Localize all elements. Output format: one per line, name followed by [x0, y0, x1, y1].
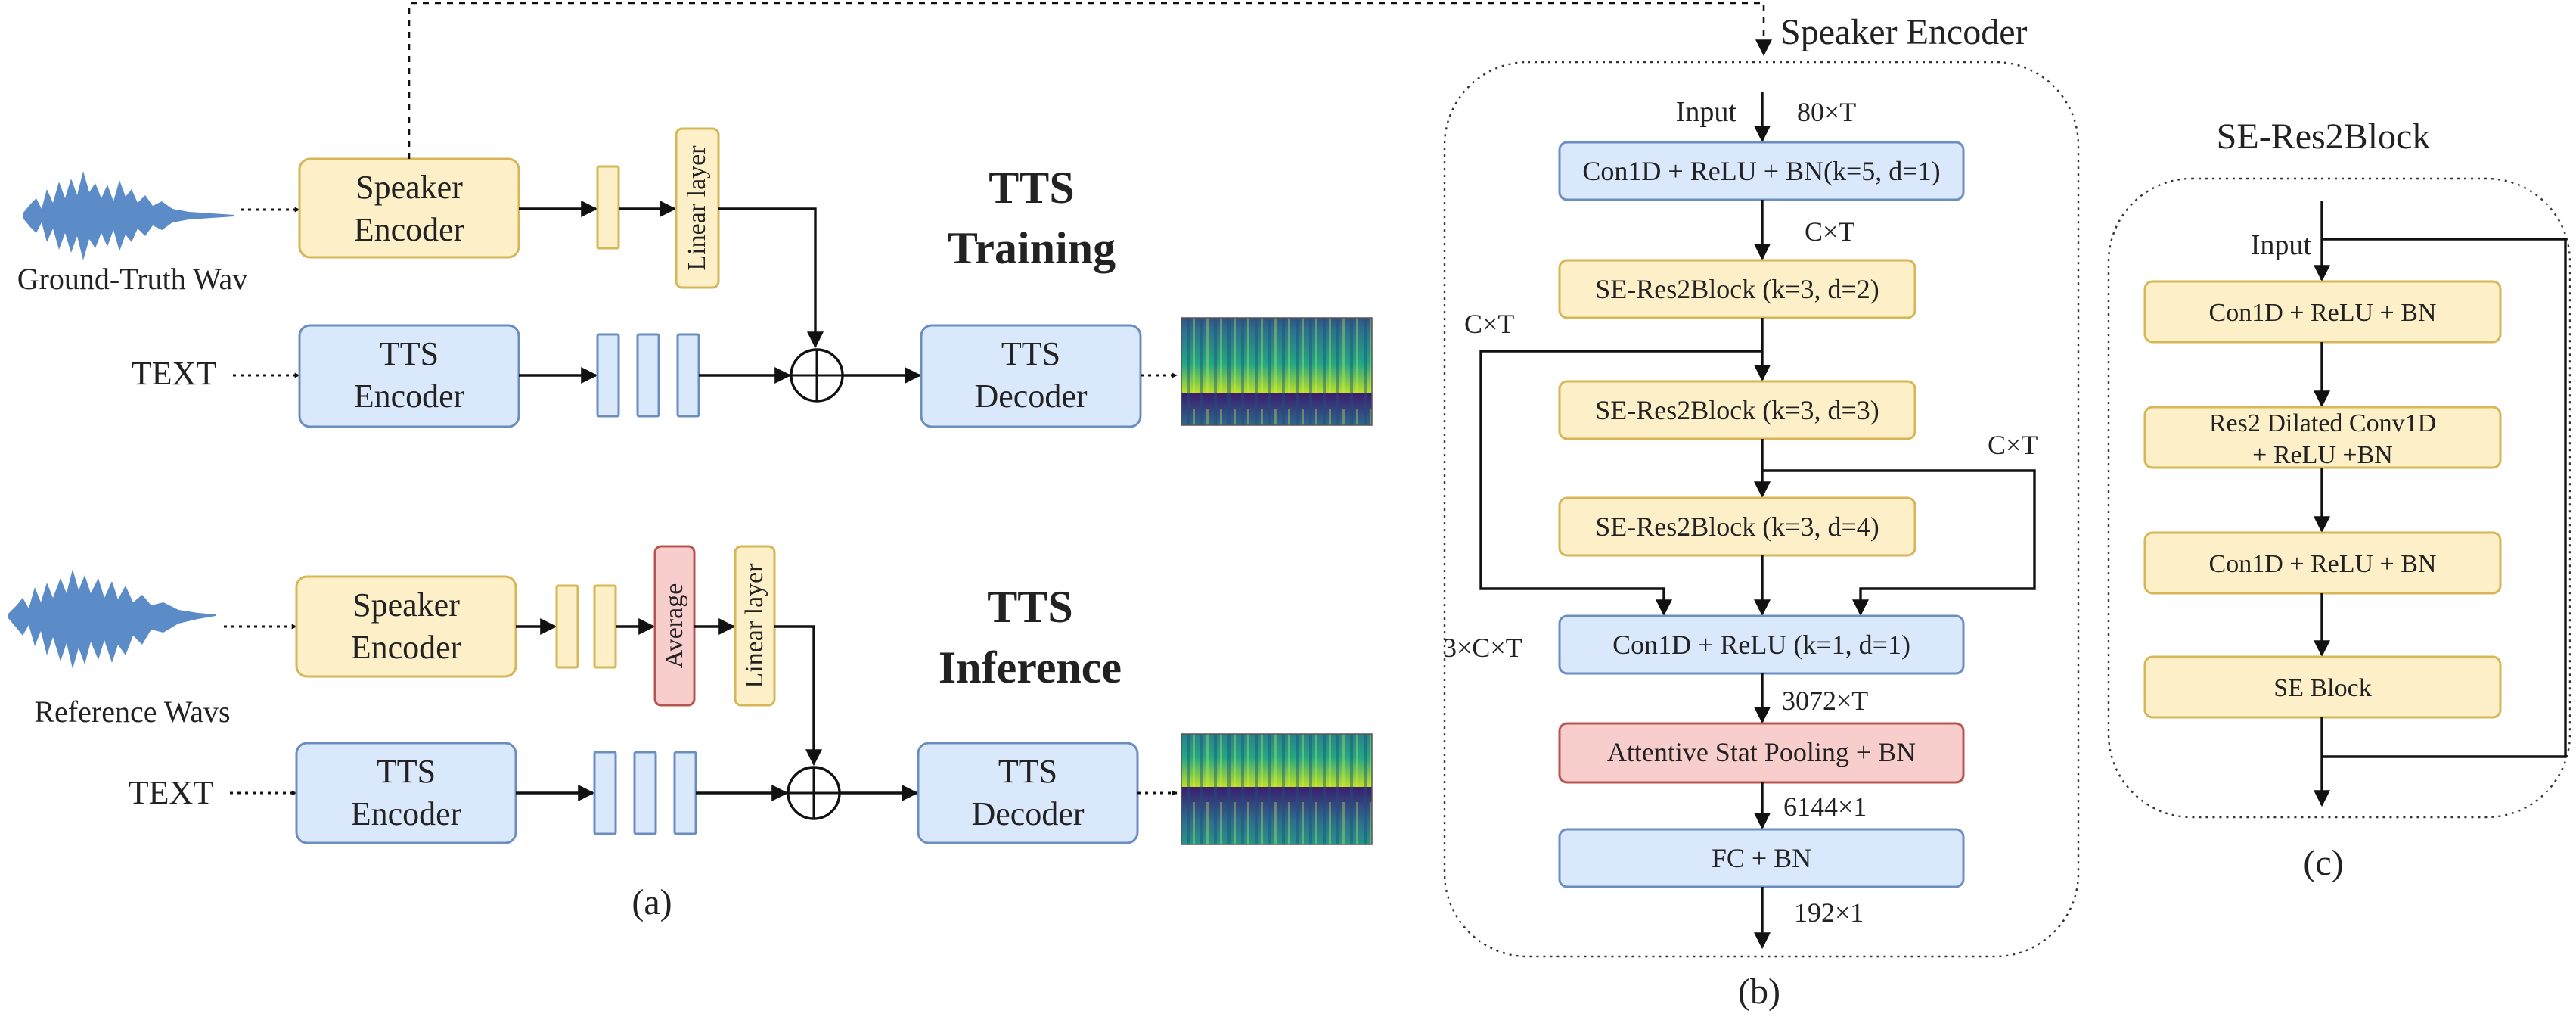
- se-res2block-d3: [1558, 380, 1916, 440]
- seq-block-2: [636, 333, 660, 418]
- speaker-encoder-title: Speaker Encoder: [1780, 12, 2028, 52]
- tts-encoder-label-2: Encoder: [354, 378, 465, 415]
- se-res2block-d3-label: SE-Res2Block (k=3, d=3): [1595, 395, 1879, 425]
- dashed-link-to-speaker-encoder: [408, 2, 1772, 159]
- linear-layer-label: Linear layer: [740, 563, 768, 689]
- panel-c-se-res2block: SE-Res2Block Input Con1D + ReLU + BN Res…: [2107, 117, 2571, 819]
- speaker-embedding-block: [596, 165, 620, 250]
- linear-to-sum-path: [774, 625, 822, 767]
- speaker-encoder-label-2: Encoder: [354, 211, 465, 248]
- tts-decoder-label-2: Decoder: [971, 795, 1084, 832]
- seq-block-1: [596, 333, 620, 418]
- res2-dilated-conv-label-2: + ReLU +BN: [2252, 441, 2393, 469]
- speaker-encoder-label-2: Encoder: [351, 629, 462, 666]
- tts-encoder-label: TTS: [377, 753, 436, 790]
- caption-c: (c): [2303, 843, 2343, 883]
- se-res2block-d2: [1558, 259, 1916, 319]
- res2-dilated-conv-label: Res2 Dilated Conv1D: [2209, 409, 2436, 437]
- mel-spectrogram-image: [1181, 317, 1373, 426]
- tts-encoder-label-2: Encoder: [351, 795, 462, 832]
- se-res2block-d4-label: SE-Res2Block (k=3, d=4): [1595, 512, 1879, 542]
- input-label: Input: [1676, 96, 1737, 128]
- tts-inference-title-2: Inference: [939, 642, 1122, 692]
- linear-to-sum-path: [718, 207, 824, 349]
- tts-inference-title: TTS: [987, 582, 1072, 632]
- conv1d-block-label: Con1D + ReLU + BN(k=5, d=1): [1582, 156, 1940, 186]
- seq-block-3: [676, 333, 700, 418]
- seq-block-3: [673, 751, 697, 835]
- text-label: TEXT: [129, 774, 214, 811]
- ground-truth-wav-label: Ground-Truth Wav: [17, 262, 248, 296]
- conv1d-block-2-label: Con1D + ReLU + BN: [2209, 550, 2437, 578]
- reference-wavs-label: Reference Wavs: [34, 695, 230, 729]
- se-res2block-frame: [2107, 177, 2571, 819]
- mel-spectrogram-image: [1181, 733, 1373, 845]
- average-label: Average: [660, 583, 688, 669]
- dim-after-fuse: 3072×T: [1782, 686, 1868, 716]
- sum-operator-icon: [787, 766, 841, 820]
- caption-a: (a): [632, 882, 672, 922]
- waveform-icon: [8, 569, 216, 669]
- panel-a-training: Ground-Truth Wav Speaker Encoder Linear …: [17, 2, 1772, 428]
- input-label: Input: [2251, 229, 2312, 261]
- tts-encoder-label: TTS: [380, 335, 439, 372]
- seq-block-2: [633, 751, 657, 835]
- left-skip-path: [1479, 350, 1762, 617]
- embedding-block-1: [555, 584, 579, 669]
- tts-training-title-2: Training: [948, 223, 1116, 273]
- tts-decoder-label: TTS: [998, 753, 1057, 790]
- linear-layer-label: Linear layer: [683, 145, 711, 271]
- se-res2block-d2-label: SE-Res2Block (k=3, d=2): [1595, 274, 1879, 304]
- se-block-label: SE Block: [2273, 674, 2371, 702]
- dim-left-skip: C×T: [1464, 309, 1514, 339]
- attentive-stat-pooling-label: Attentive Stat Pooling + BN: [1607, 737, 1916, 767]
- dim-concat: 3×C×T: [1443, 633, 1522, 663]
- speaker-encoder-label: Speaker: [355, 169, 463, 206]
- caption-b: (b): [1738, 972, 1780, 1012]
- panel-a-inference: Reference Wavs Speaker Encoder Average L…: [8, 545, 1373, 845]
- se-res2block-d4: [1558, 496, 1916, 557]
- tts-decoder-label-2: Decoder: [974, 378, 1087, 415]
- dim-right-skip: C×T: [1988, 430, 2038, 460]
- panel-b-speaker-encoder: Speaker Encoder Input 80×T Con1D + ReLU …: [1443, 12, 2080, 958]
- speaker-encoder-frame: [1443, 61, 2080, 958]
- residual-skip-path: [2322, 238, 2567, 758]
- fuse-conv-block-label: Con1D + ReLU (k=1, d=1): [1612, 630, 1910, 660]
- dim-output: 192×1: [1794, 897, 1864, 928]
- fc-bn-block-label: FC + BN: [1712, 843, 1811, 873]
- sum-operator-icon: [790, 348, 844, 403]
- conv1d-block-label: Con1D + ReLU + BN: [2209, 299, 2437, 327]
- dim-after-conv: C×T: [1805, 216, 1854, 247]
- text-label: TEXT: [132, 355, 217, 392]
- seq-block-1: [593, 751, 617, 835]
- waveform-icon: [23, 171, 234, 260]
- speaker-encoder-label: Speaker: [352, 586, 460, 624]
- tts-training-title: TTS: [989, 163, 1074, 213]
- right-skip-path: [1762, 469, 2036, 617]
- tts-decoder-label: TTS: [1001, 335, 1060, 372]
- dim-input: 80×T: [1797, 97, 1856, 127]
- se-res2block-title: SE-Res2Block: [2217, 117, 2431, 157]
- dim-after-pool: 6144×1: [1783, 791, 1867, 822]
- embedding-block-2: [593, 584, 617, 669]
